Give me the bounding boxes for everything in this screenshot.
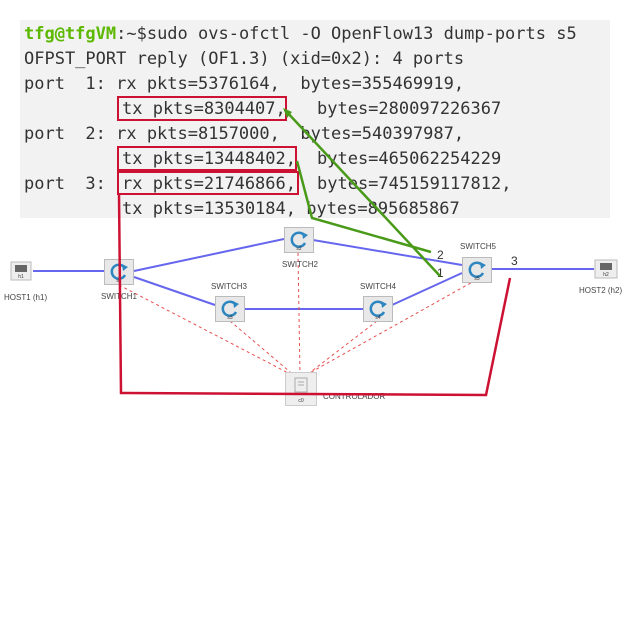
port2-tx-bytes: bytes=465062254229 <box>317 149 502 169</box>
port-label-3: 3 <box>511 254 518 268</box>
node-id-h2: h2 <box>603 272 609 278</box>
controller-label: CONTROLADOR <box>323 392 386 401</box>
reply-header: OFPST_PORT reply (OF1.3) (xid=0x2): 4 po… <box>24 49 465 69</box>
node-id-h1: h1 <box>18 274 24 280</box>
ctrl-link-s5 <box>305 279 477 376</box>
node-id-s4: s4 <box>375 315 381 321</box>
monitor-icon[interactable]: h1 <box>10 261 32 281</box>
switch-refresh-icon[interactable]: s1 <box>104 259 134 285</box>
network-topology: h1 HOST1 (h1) s1 SWITCH1 s2 SWITCH2 s3 S… <box>0 225 640 415</box>
ctrl-link-s4 <box>303 320 378 378</box>
node-id-c0: c0 <box>298 398 304 404</box>
switch-refresh-icon[interactable]: s4 <box>363 296 393 322</box>
ctrl-link-s2 <box>297 252 301 376</box>
link-s1-s2 <box>133 238 285 272</box>
prompt-command: :~$sudo ovs-ofctl -O OpenFlow13 dump-por… <box>116 24 577 44</box>
prompt-user: tfg@tfgVM <box>24 24 117 44</box>
controller-icon[interactable]: c0 <box>285 372 317 406</box>
link-s1-s3 <box>133 276 216 306</box>
port-label-1: 1 <box>437 266 444 280</box>
port2-rx-line: port 2: rx pkts=8157000, bytes=540397987… <box>24 124 465 144</box>
ctrl-link-s1 <box>118 284 297 378</box>
switch-refresh-icon[interactable]: s2 <box>284 227 314 253</box>
topology-links <box>33 238 594 378</box>
node-id-s5: s5 <box>474 276 480 282</box>
node-id-s3: s3 <box>227 315 233 321</box>
port1-rx-line: port 1: rx pkts=5376164, bytes=355469919… <box>24 74 465 94</box>
terminal-command-line: tfg@tfgVM:~$sudo ovs-ofctl -O OpenFlow13… <box>24 22 577 47</box>
terminal-window[interactable]: tfg@tfgVM:~$sudo ovs-ofctl -O OpenFlow13… <box>20 20 610 219</box>
port-label-2: 2 <box>437 248 444 262</box>
port3-rx-line: port 3: rx pkts=21746866, bytes=745159117… <box>24 172 511 197</box>
switch3-label: SWITCH3 <box>211 282 247 291</box>
switch5-label: SWITCH5 <box>460 242 496 251</box>
switch-refresh-icon[interactable]: s3 <box>215 296 245 322</box>
link-s4-s5 <box>391 272 463 306</box>
port3-rx-bytes: bytes=745159117812, <box>317 174 512 194</box>
node-id-s1: s1 <box>116 278 122 284</box>
host2-label: HOST2 (h2) <box>579 286 623 295</box>
port1-tx-pkts: tx pkts=8304407, <box>122 99 286 119</box>
port3-tx: tx pkts=13530184, bytes=895685867 <box>122 199 460 219</box>
switch1-label: SWITCH1 <box>101 292 137 301</box>
switch2-label: SWITCH2 <box>282 260 318 269</box>
node-id-s2: s2 <box>296 246 302 252</box>
switch4-label: SWITCH4 <box>360 282 396 291</box>
port3-rx-pkts: rx pkts=21746866, <box>122 174 296 194</box>
host1-label: HOST1 (h1) <box>4 293 48 302</box>
port2-tx-pkts: tx pkts=13448402, <box>122 149 296 169</box>
monitor-icon[interactable]: h2 <box>594 259 618 279</box>
ctrl-link-s3 <box>229 320 297 378</box>
port1-tx-bytes: bytes=280097226367 <box>317 99 502 119</box>
switch-refresh-icon[interactable]: s5 <box>462 257 492 283</box>
port3-prefix: port 3: <box>24 174 117 194</box>
